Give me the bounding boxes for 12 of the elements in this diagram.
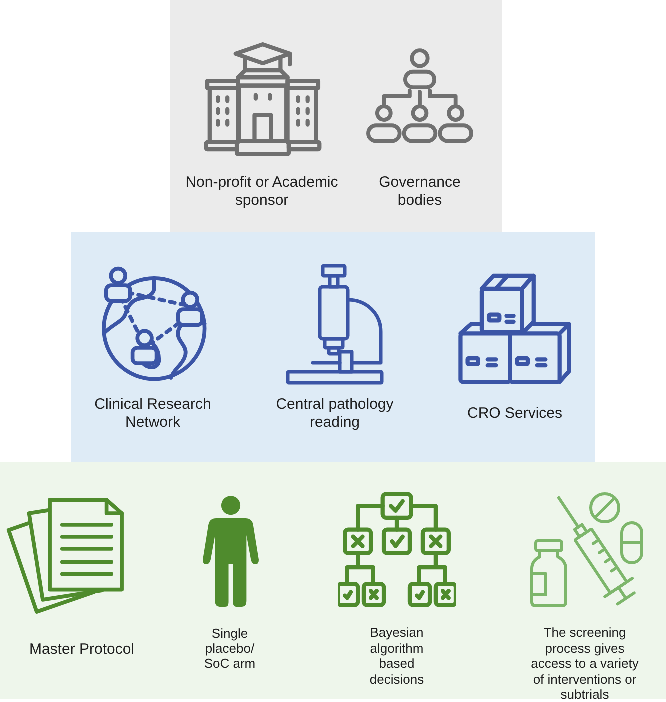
icon-caption: Master Protocol	[17, 641, 147, 659]
icon-caption: Bayesian algorithm based decisions	[362, 625, 432, 687]
icon-caption: CRO Services	[452, 405, 578, 423]
tier-panel	[71, 232, 595, 462]
icon-caption: Governance bodies	[370, 174, 470, 210]
icon-caption: Single placebo/ SoC arm	[200, 626, 260, 671]
tier-panel	[170, 0, 502, 232]
icon-caption: Central pathology reading	[272, 396, 398, 432]
tier-panel	[0, 462, 666, 699]
icon-caption: The screening process gives access to a variety of interventions or subtrials	[528, 625, 642, 702]
icon-caption: Non-profit or Academic sponsor	[177, 174, 347, 210]
icon-caption: Clinical Research Network	[90, 396, 216, 432]
